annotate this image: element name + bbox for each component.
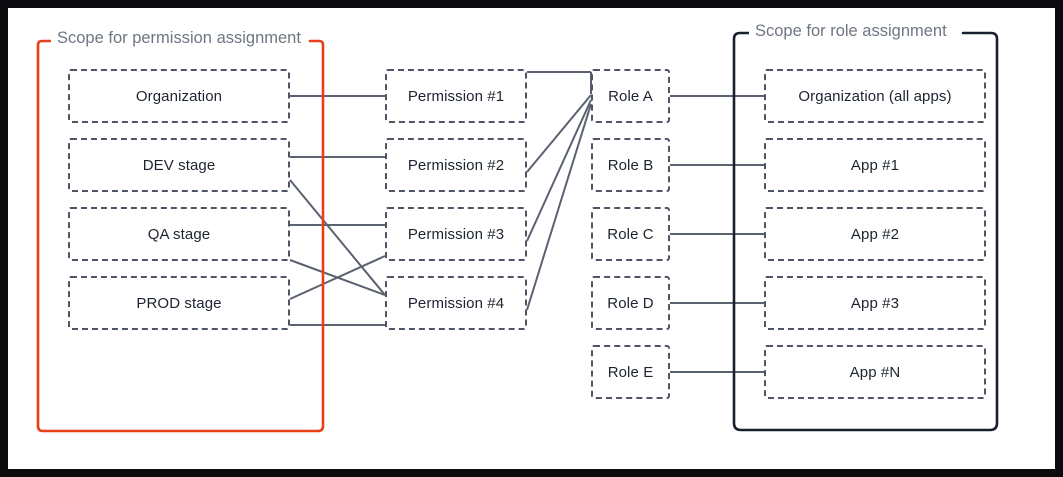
diagram-canvas: Scope for permission assignment Scope fo…: [8, 8, 1055, 469]
node-qa-stage[interactable]: QA stage: [68, 207, 290, 261]
node-app-organization[interactable]: Organization (all apps): [764, 69, 986, 123]
node-role-d[interactable]: Role D: [591, 276, 670, 330]
scope-label-permission-assignment: Scope for permission assignment: [51, 29, 307, 48]
wire-permission-4-role-a: [526, 103, 592, 311]
wire-qa-permission-4: [289, 259, 386, 296]
node-role-e[interactable]: Role E: [591, 345, 670, 399]
wire-permission-3-role-a: [526, 99, 592, 242]
node-role-b[interactable]: Role B: [591, 138, 670, 192]
scope-label-role-assignment: Scope for role assignment: [749, 22, 953, 41]
node-permission-4[interactable]: Permission #4: [385, 276, 527, 330]
node-permission-2[interactable]: Permission #2: [385, 138, 527, 192]
node-app-1[interactable]: App #1: [764, 138, 986, 192]
wire-permission-2-role-a: [526, 94, 592, 173]
node-app-3[interactable]: App #3: [764, 276, 986, 330]
node-prod-stage[interactable]: PROD stage: [68, 276, 290, 330]
wire-prod-permission-3: [289, 255, 386, 300]
node-app-2[interactable]: App #2: [764, 207, 986, 261]
node-role-c[interactable]: Role C: [591, 207, 670, 261]
node-organization[interactable]: Organization: [68, 69, 290, 123]
node-role-a[interactable]: Role A: [591, 69, 670, 123]
node-app-n[interactable]: App #N: [764, 345, 986, 399]
node-permission-1[interactable]: Permission #1: [385, 69, 527, 123]
wire-dev-permission-4: [289, 179, 386, 296]
node-permission-3[interactable]: Permission #3: [385, 207, 527, 261]
node-dev-stage[interactable]: DEV stage: [68, 138, 290, 192]
